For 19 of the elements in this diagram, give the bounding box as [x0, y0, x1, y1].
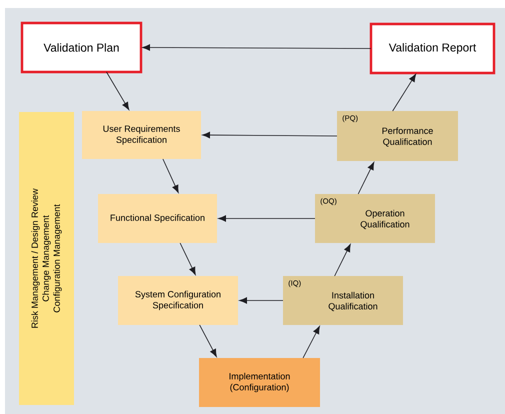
arrow — [162, 158, 179, 193]
arrow — [106, 72, 130, 110]
document-box: Validation Plan — [20, 22, 142, 74]
arrow — [142, 44, 372, 51]
implementation-box: Implementation (Configuration) — [199, 358, 320, 407]
document-box: Validation Report — [370, 22, 496, 74]
arrow — [199, 324, 217, 357]
arrow — [302, 326, 320, 358]
arrow — [180, 242, 196, 275]
arrow — [392, 74, 416, 112]
specification-box: Functional Specification — [98, 194, 217, 243]
arrow — [218, 215, 316, 222]
management-band: Risk Management / Design Review Change Management Configuration Management — [19, 112, 74, 405]
arrow — [202, 132, 338, 138]
arrow — [239, 297, 284, 304]
specification-box: User Requirements Specification — [82, 111, 201, 159]
arrow — [358, 162, 374, 194]
specification-box: System Configuration Specification — [118, 276, 238, 325]
arrow — [334, 244, 351, 276]
